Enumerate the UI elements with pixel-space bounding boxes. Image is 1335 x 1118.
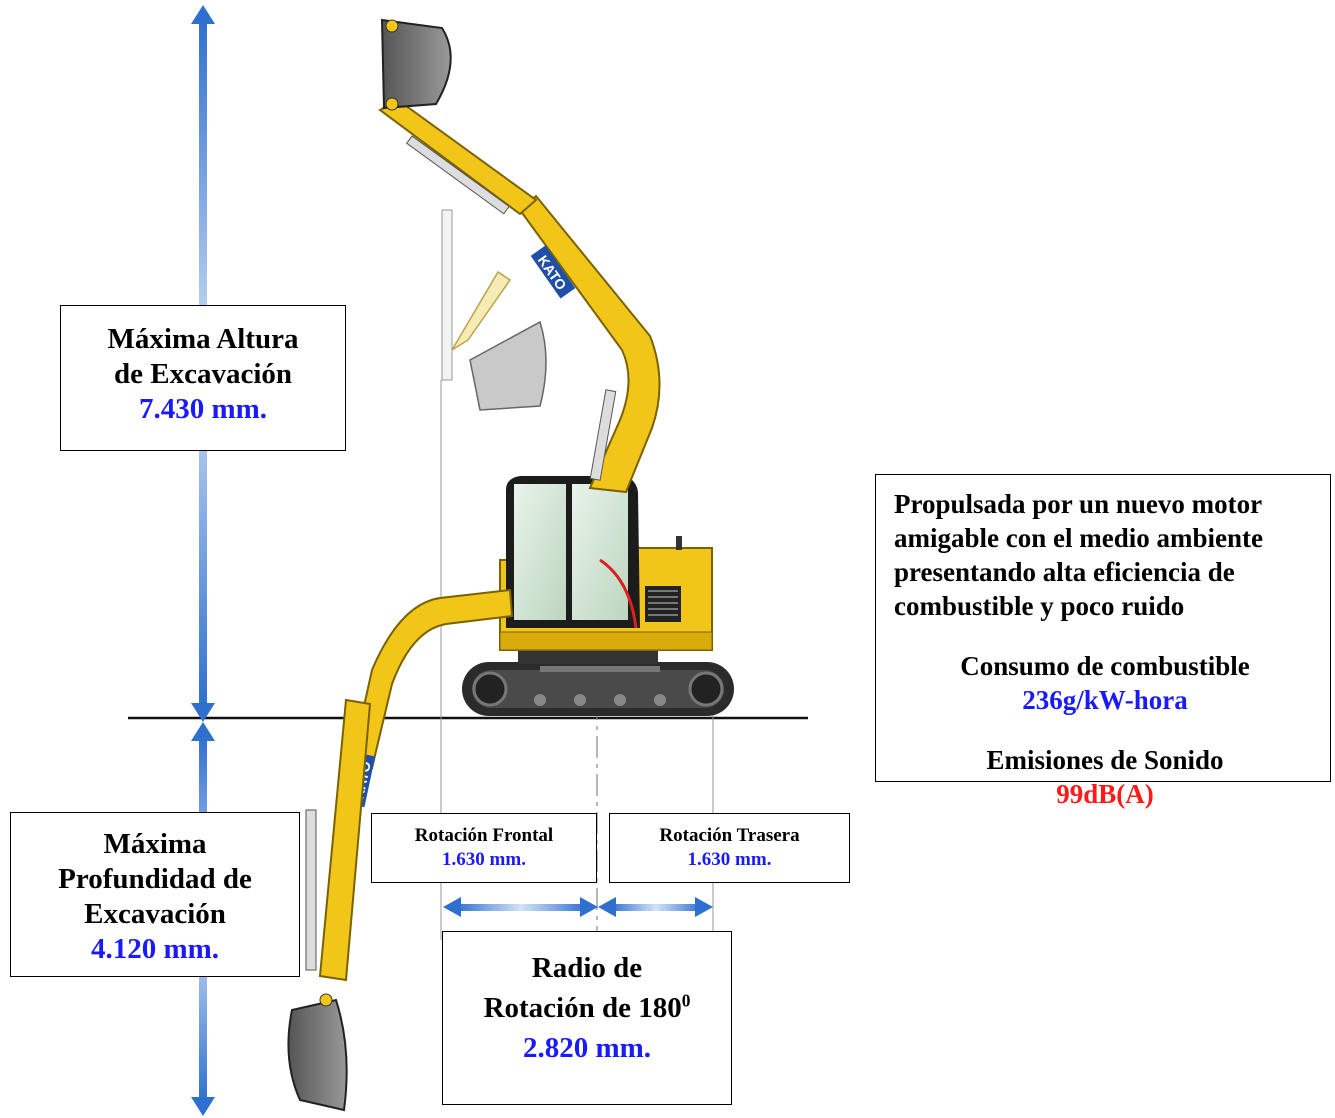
excavator-raised: KATO <box>378 18 734 716</box>
rear-rotation-box: Rotación Trasera 1.630 mm. <box>609 813 850 883</box>
max-height-value: 7.430 mm. <box>138 393 268 425</box>
fuel-value: 236g/kW-hora <box>1022 685 1188 715</box>
degree-superscript: 0 <box>681 990 691 1011</box>
engine-description: Propulsada por un nuevo motor amigable c… <box>894 489 1263 621</box>
sound-label: Emisiones de Sonido <box>986 745 1224 775</box>
bucket-top <box>380 18 452 110</box>
rotation-radius-label-2: Rotación de 180 <box>483 992 682 1024</box>
rear-rotation-arrow <box>598 897 713 917</box>
max-height-label-1: Máxima Altura <box>107 323 299 355</box>
max-depth-box: Máxima Profundidad de Excavación 4.120 m… <box>10 812 300 977</box>
sound-value: 99dB(A) <box>1056 779 1154 809</box>
front-rotation-value: 1.630 mm. <box>442 849 526 870</box>
arm-lowered <box>318 698 372 982</box>
rotation-radius-label-2-wrap: Rotación de 1800 <box>443 988 731 1028</box>
excavator-lowered: KATO <box>287 588 514 1112</box>
boom <box>518 194 661 494</box>
front-rotation-arrow <box>443 897 598 917</box>
max-height-box: Máxima Altura de Excavación 7.430 mm. <box>60 305 346 451</box>
rotation-radius-box: Radio de Rotación de 1800 2.820 mm. <box>442 931 732 1105</box>
max-height-label-2: de Excavación <box>113 358 293 390</box>
arm-ghost <box>451 270 512 351</box>
rear-rotation-value: 1.630 mm. <box>687 849 772 870</box>
track <box>462 662 734 716</box>
rotation-radius-value: 2.820 mm. <box>522 1032 652 1064</box>
engine-info-box: Propulsada por un nuevo motor amigable c… <box>875 474 1331 809</box>
front-rotation-label: Rotación Frontal <box>414 825 554 846</box>
max-depth-label-3: Excavación <box>84 898 226 930</box>
front-rotation-box: Rotación Frontal 1.630 mm. <box>371 813 597 883</box>
fuel-label: Consumo de combustible <box>960 651 1250 681</box>
bucket-bottom <box>287 998 348 1112</box>
bucket-ghost <box>469 320 547 411</box>
max-depth-value: 4.120 mm. <box>90 933 220 965</box>
max-depth-label-2: Profundidad de <box>58 863 252 895</box>
arm-raised <box>378 98 538 216</box>
rear-rotation-label: Rotación Trasera <box>659 825 800 846</box>
rotation-radius-label-1: Radio de <box>531 952 643 984</box>
max-depth-label-1: Máxima <box>103 828 207 860</box>
